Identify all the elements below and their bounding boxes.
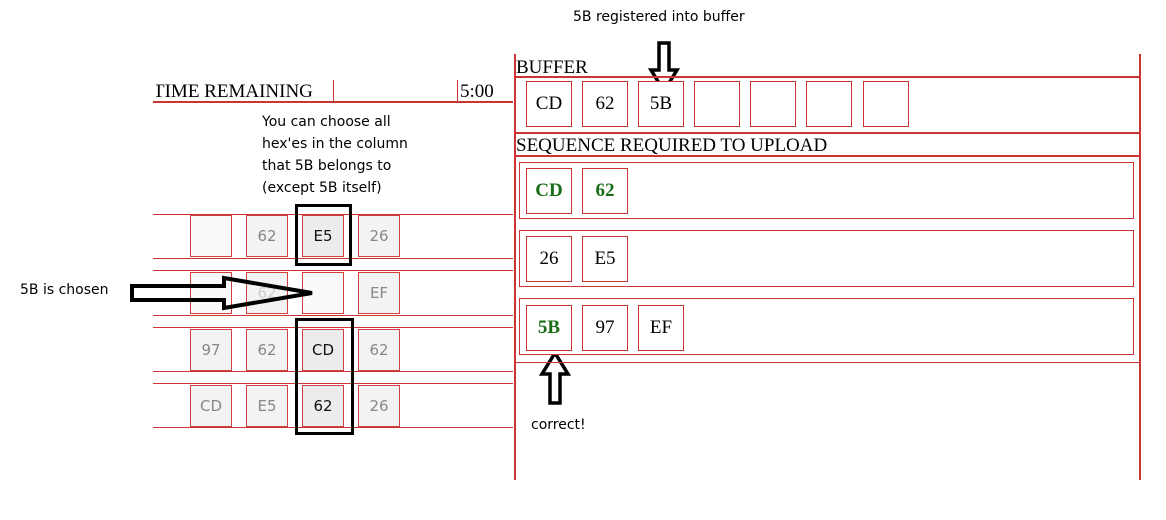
matrix-cell[interactable]: 26 [358,385,400,427]
column-annotation-line: hex'es in the column [262,136,408,152]
sequence-cell: 26 [526,236,572,282]
matrix-cell[interactable]: 62 [246,272,288,314]
timer-divider [457,80,458,102]
chosen-annotation: 5B is chosen [20,282,109,298]
column-annotation-line: (except 5B itself) [262,180,382,196]
sequence-cell: 62 [582,168,628,214]
grid-row-line [153,214,513,215]
matrix-cell[interactable]: 62 [302,385,344,427]
buffer-cell [806,81,852,127]
sequence-top-line [514,155,1141,157]
matrix-cell[interactable]: 62 [358,329,400,371]
matrix-cell[interactable]: 62 [246,329,288,371]
sequence-cell: E5 [582,236,628,282]
buffer-cell [863,81,909,127]
correct-annotation: correct! [531,417,586,433]
available-cell-highlight [295,204,352,266]
buffer-title: BUFFER [516,57,588,78]
grid-row-line [153,258,513,259]
column-annotation-line: You can choose all [262,114,391,130]
column-annotation: You can choose all hex'es in the column … [262,111,408,199]
grid-row-line [153,383,513,384]
matrix-cell[interactable]: 97 [190,329,232,371]
sequence-cell: 5B [526,305,572,351]
buffer-cell: 5B [638,81,684,127]
buffer-cell [694,81,740,127]
matrix-cell[interactable]: E5 [246,385,288,427]
chosen-arrow-icon [130,275,313,311]
sequence-cell: CD [526,168,572,214]
timer-underline [153,101,513,103]
panel-right-border [1139,54,1141,480]
sequence-title: SEQUENCE REQUIRED TO UPLOAD [516,135,828,156]
sequence-bottom-line [514,362,1141,363]
matrix-cell[interactable]: CD [190,385,232,427]
matrix-cell[interactable]: 26 [358,215,400,257]
buffer-cell: 62 [582,81,628,127]
grid-row-line [153,371,513,372]
time-remaining-value: 5:00 [460,81,494,102]
column-annotation-line: that 5B belongs to [262,158,392,174]
buffer-cell [750,81,796,127]
sequence-cell: 97 [582,305,628,351]
buffer-cell: CD [526,81,572,127]
matrix-cell[interactable]: 62 [246,215,288,257]
buffer-annotation: 5B registered into buffer [573,9,745,25]
available-column-highlight [295,318,354,435]
grid-row-line [153,315,513,316]
panel-left-border [514,54,516,480]
sequence-cell: EF [638,305,684,351]
correct-arrow-icon [538,350,572,405]
matrix-cell[interactable]: CD [302,329,344,371]
buffer-top-line [514,76,1141,78]
matrix-cell[interactable]: E5 [302,215,344,257]
grid-row-line [153,327,513,328]
matrix-cell[interactable] [190,215,232,257]
buffer-bottom-line [514,132,1141,134]
buffer-arrow-icon [647,41,681,94]
grid-row-line [153,270,513,271]
time-remaining-label: TIME REMAINING [153,81,313,102]
matrix-cell[interactable]: EF [358,272,400,314]
grid-row-line [153,427,513,428]
timer-divider [333,80,334,102]
